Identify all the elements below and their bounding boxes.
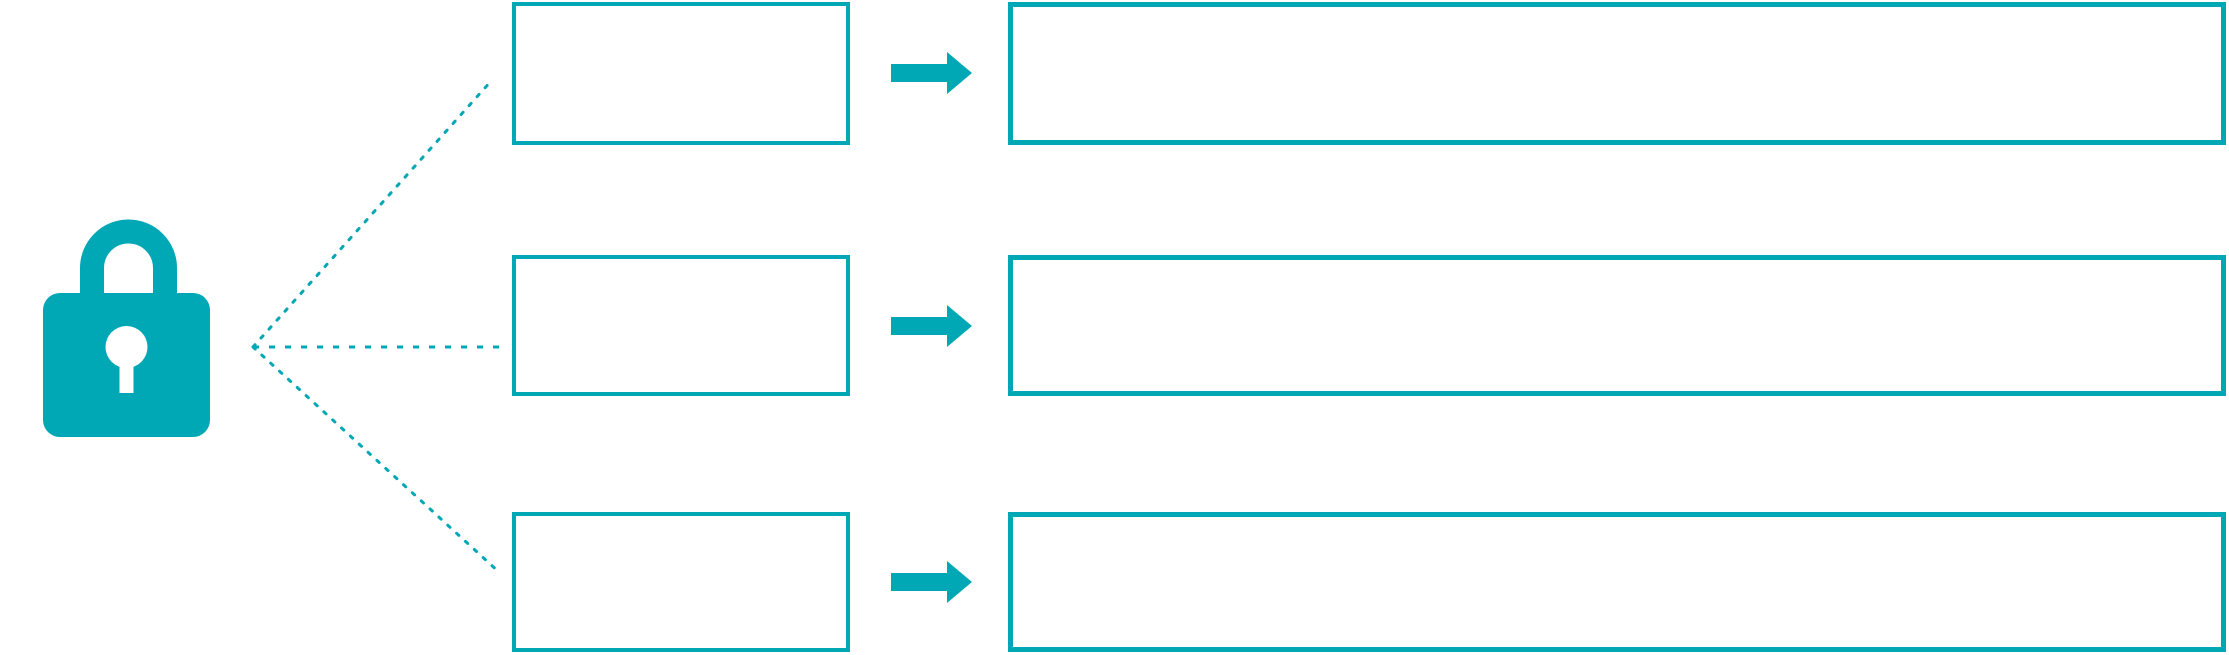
topic-box-1 (512, 2, 850, 145)
topic-box-3 (512, 512, 850, 652)
right-arrow-icon-2 (891, 304, 973, 348)
detail-box-3 (1008, 512, 2226, 652)
right-arrow-icon-3 (891, 560, 973, 604)
connector-line-bottom (251, 345, 502, 575)
detail-box-2 (1008, 255, 2226, 396)
right-arrow-icon-1 (891, 51, 973, 95)
lock-icon (40, 215, 212, 439)
connector-line-top (251, 78, 494, 349)
detail-box-1 (1008, 2, 2226, 145)
topic-box-2 (512, 255, 850, 396)
